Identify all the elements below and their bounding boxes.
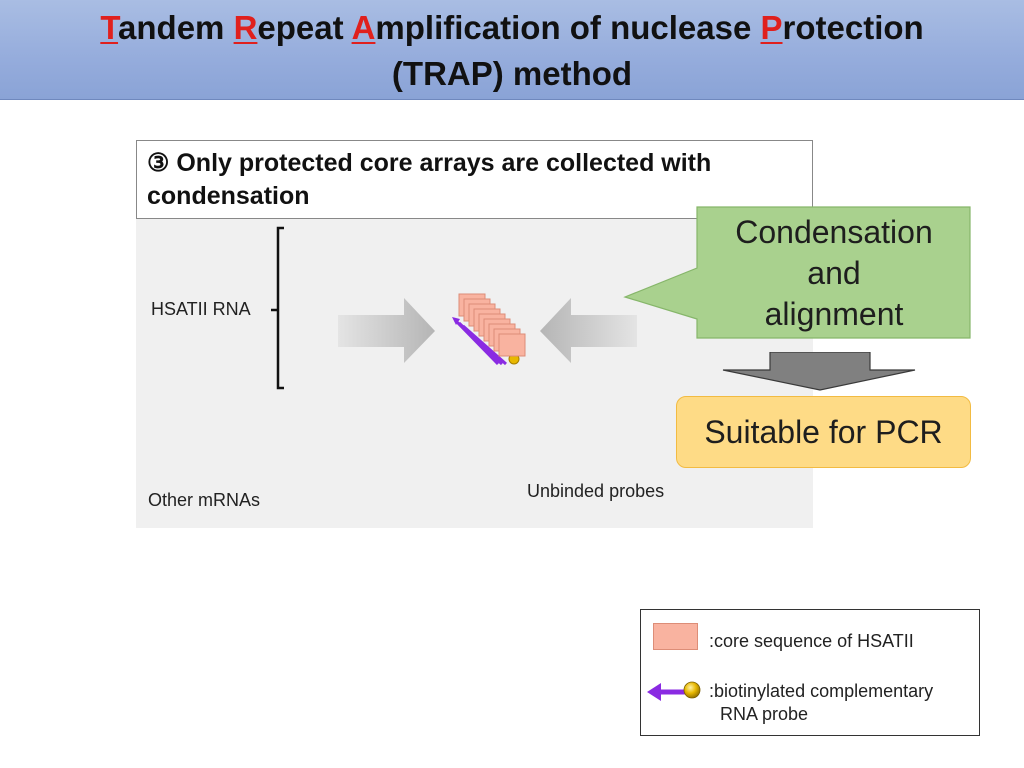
other-mrnas-label: Other mRNAs	[148, 490, 261, 510]
title-part: mplification of nuclease	[375, 9, 761, 46]
step-text-line-1: ③ Only protected core arrays are collect…	[147, 149, 712, 177]
unbinded-probes-label: Unbinded probes	[527, 481, 665, 501]
legend-box: :core sequence of HSATII :biotinylated c…	[640, 609, 980, 736]
hsatii-rna-label: HSATII RNA	[151, 299, 251, 319]
title-line-1: Tandem Repeat Amplification of nuclease …	[0, 8, 1024, 48]
title-part: rotection	[782, 9, 924, 46]
suitable-for-pcr-box: Suitable for PCR	[676, 396, 971, 468]
title-initial-r: R	[233, 9, 258, 46]
step-text-line-2: condensation	[147, 182, 310, 210]
title-initial-p: P	[760, 9, 783, 46]
title-initial-t: T	[100, 9, 119, 46]
legend-probe-line-2: RNA probe	[720, 704, 809, 724]
legend-probe-entry: :biotinylated complementary RNA probe	[709, 680, 933, 726]
legend-colon: :	[709, 681, 715, 701]
left-pointing-arrow	[540, 298, 637, 363]
title-part: andem	[118, 9, 234, 46]
biotinylated-probe-icon	[647, 681, 701, 701]
title-part: epeat	[257, 9, 352, 46]
hsatii-bracket	[271, 226, 284, 390]
step-header-box: ③ Only protected core arrays are collect…	[136, 140, 813, 219]
legend-probe-line-1: biotinylated complementary	[714, 681, 934, 701]
legend-core-entry: :core sequence of HSATII	[709, 630, 914, 653]
legend-colon: :	[709, 631, 715, 651]
title-line-2: (TRAP) method	[391, 55, 633, 92]
protected-core-array-stack	[452, 293, 526, 366]
step-description: ③ Only protected core arrays are collect…	[147, 147, 797, 213]
title-initial-a: A	[351, 9, 376, 46]
callout-line-1: Condensation	[735, 214, 933, 250]
condensation-callout	[623, 206, 971, 339]
right-pointing-arrow	[338, 298, 435, 363]
callout-line-3: alignment	[764, 296, 904, 332]
title-bar: Tandem Repeat Amplification of nuclease …	[0, 0, 1024, 100]
core-sequence-swatch	[653, 623, 698, 650]
down-arrow	[722, 352, 916, 391]
legend-core-label: core sequence of HSATII	[714, 631, 914, 651]
core-sequence-stack	[458, 293, 526, 357]
callout-line-2: and	[807, 255, 861, 291]
callout-text: Condensation and alignment	[697, 212, 971, 335]
